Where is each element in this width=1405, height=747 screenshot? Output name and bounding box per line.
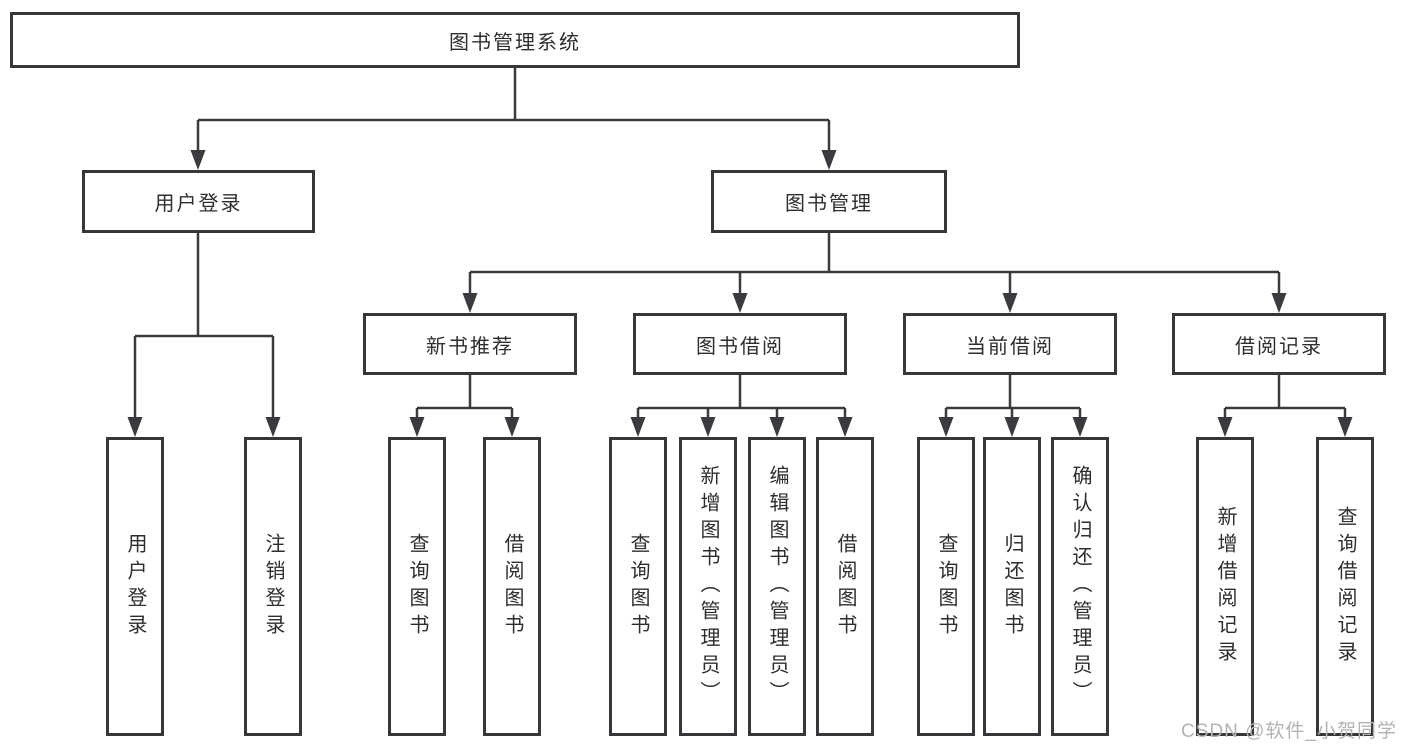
node-label: 注销登录 bbox=[262, 532, 284, 641]
leaf-query-books-current: 查询图书 bbox=[917, 437, 975, 736]
leaf-confirm-return-admin: 确认归还（管理员） bbox=[1051, 437, 1109, 736]
node-label: 编辑图书（管理员） bbox=[766, 465, 788, 708]
node-book-management: 图书管理 bbox=[711, 170, 947, 233]
node-label: 新书推荐 bbox=[426, 335, 514, 358]
leaf-add-book-admin: 新增图书（管理员） bbox=[679, 437, 737, 736]
node-label: 查询借阅记录 bbox=[1334, 505, 1356, 668]
node-current-borrow: 当前借阅 bbox=[903, 313, 1117, 375]
node-label: 查询图书 bbox=[935, 532, 957, 641]
node-library-management-system: 图书管理系统 bbox=[10, 12, 1020, 68]
node-label: 用户登录 bbox=[124, 532, 146, 641]
node-label: 新增图书（管理员） bbox=[697, 465, 719, 708]
node-label: 查询图书 bbox=[406, 532, 428, 641]
node-label: 图书管理 bbox=[785, 193, 873, 215]
csdn-watermark: CSDN @软件_小贺同学 bbox=[1181, 721, 1397, 742]
leaf-user-login: 用户登录 bbox=[106, 437, 164, 736]
leaf-logout: 注销登录 bbox=[244, 437, 302, 736]
node-label: 查询图书 bbox=[627, 532, 649, 641]
leaf-query-borrow-record: 查询借阅记录 bbox=[1316, 437, 1374, 736]
leaf-query-books-recommend: 查询图书 bbox=[388, 437, 446, 736]
node-label: 用户登录 bbox=[154, 193, 243, 215]
node-label: 图书借阅 bbox=[696, 335, 784, 358]
leaf-return-books: 归还图书 bbox=[983, 437, 1041, 736]
node-label: 归还图书 bbox=[1001, 532, 1023, 641]
node-user-login: 用户登录 bbox=[82, 170, 315, 233]
leaf-edit-book-admin: 编辑图书（管理员） bbox=[748, 437, 806, 736]
node-label: 借阅记录 bbox=[1235, 335, 1323, 358]
node-book-borrow: 图书借阅 bbox=[633, 313, 847, 375]
leaf-add-borrow-record: 新增借阅记录 bbox=[1196, 437, 1254, 736]
node-label: 图书管理系统 bbox=[449, 31, 581, 54]
node-label: 借阅图书 bbox=[501, 532, 523, 641]
node-new-book-recommend: 新书推荐 bbox=[363, 313, 577, 375]
node-label: 确认归还（管理员） bbox=[1069, 465, 1091, 708]
leaf-borrow-books: 借阅图书 bbox=[816, 437, 874, 736]
leaf-borrow-books-recommend: 借阅图书 bbox=[483, 437, 541, 736]
node-label: 当前借阅 bbox=[966, 335, 1054, 358]
node-borrow-records: 借阅记录 bbox=[1172, 313, 1386, 375]
node-label: 借阅图书 bbox=[834, 532, 856, 641]
leaf-query-books-borrow: 查询图书 bbox=[609, 437, 667, 736]
node-label: 新增借阅记录 bbox=[1214, 505, 1236, 668]
